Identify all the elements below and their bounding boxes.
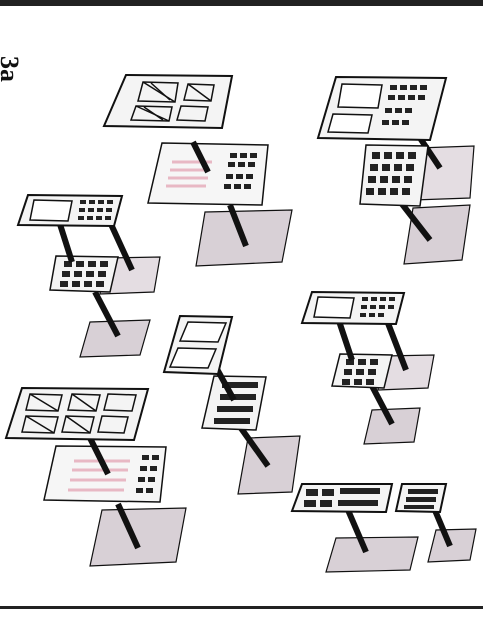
stack-mid-right: [302, 292, 434, 444]
stack-mid-left: [18, 195, 160, 357]
keypad-panel: [360, 145, 428, 206]
ground-plane: [404, 205, 470, 264]
ground-plane: [90, 508, 186, 566]
ground-plane: [326, 537, 418, 572]
window-pane: [180, 322, 226, 342]
bottom-border: [0, 606, 483, 609]
stack-bottom-right: [292, 484, 476, 572]
toolbar-buttons: [404, 489, 438, 509]
window-pane: [328, 114, 372, 133]
window-pane: [170, 348, 216, 368]
stack-mid-center: [164, 316, 300, 494]
ground-plane: [428, 529, 476, 562]
display-screen: [30, 200, 72, 221]
keypad-grid: [342, 359, 378, 385]
ground-plane: [364, 408, 420, 444]
stack-bottom-left: [6, 388, 186, 566]
stack-top-right: [318, 77, 474, 264]
figure-label: 3a: [0, 56, 24, 82]
display-screen: [314, 297, 354, 318]
window-pane: [338, 84, 382, 108]
stack-top-left: [104, 75, 292, 266]
top-border: [0, 0, 483, 6]
